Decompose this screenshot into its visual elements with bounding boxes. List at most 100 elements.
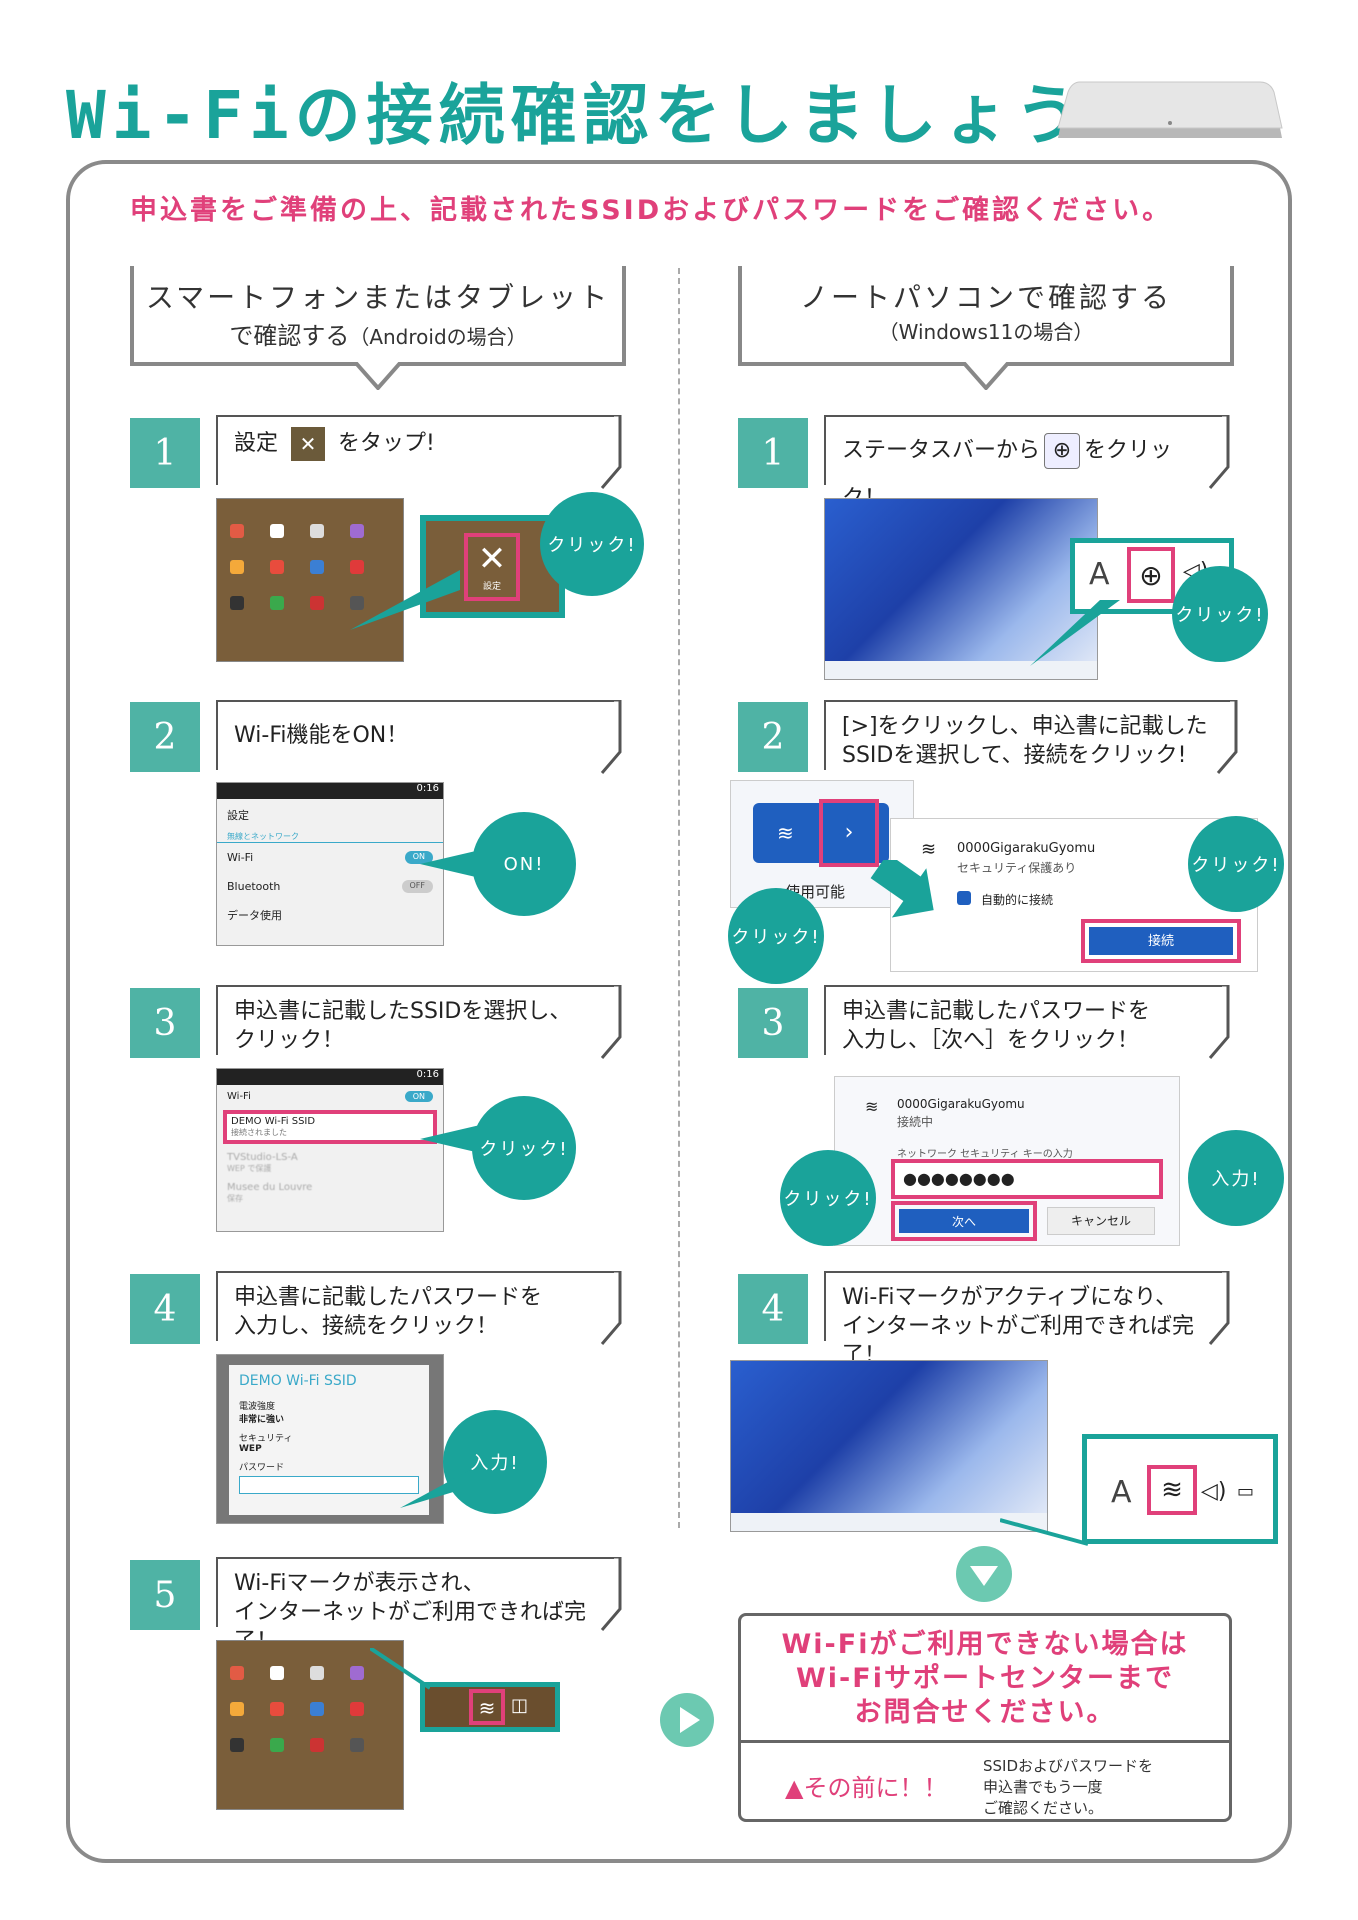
windows-taskbar: [825, 661, 1097, 679]
left-header-arrow: [355, 362, 401, 390]
windows-desktop-2: [730, 1360, 1048, 1532]
auto-connect-checkbox[interactable]: [957, 891, 971, 905]
right-step-4-box-corner: [1208, 1271, 1230, 1345]
security-value: WEP: [239, 1444, 262, 1454]
connect-button[interactable]: 接続: [1089, 927, 1233, 955]
status-bar: 0:16: [217, 783, 443, 799]
left-header-note: （Androidの場合）: [349, 325, 527, 349]
app-icon: [270, 524, 284, 538]
right-step-1-pointer: [1030, 600, 1120, 666]
signal-value: 非常に強い: [239, 1415, 285, 1425]
warning-text: その前に！！: [803, 1774, 948, 1802]
right-header: ノートパソコンで確認する （Windows11の場合）: [738, 266, 1234, 366]
right-step-3-number: 3: [738, 988, 808, 1058]
app-icon: [270, 1738, 284, 1752]
column-divider: [678, 268, 680, 1528]
status-bar: 0:16: [217, 1069, 443, 1085]
ime-indicator: A: [1111, 1475, 1132, 1510]
wifi-toggle[interactable]: ON: [404, 851, 433, 864]
note-line1: SSIDおよびパスワードを: [983, 1757, 1154, 1775]
left-step-4-line2: 入力し、接続をクリック！: [234, 1314, 499, 1339]
left-step-1-box: 設定 ✕ をタップ!: [216, 415, 614, 485]
right-step-2-number: 2: [738, 702, 808, 772]
app-icon: [350, 1702, 364, 1716]
left-step-4-number: 4: [130, 1274, 200, 1344]
network-globe-icon[interactable]: ⊕: [1127, 547, 1175, 603]
right-step-4-box: Wi-Fiマークがアクティブになり、インターネットがご利用できれば完了！: [824, 1271, 1222, 1368]
left-header: スマートフォンまたはタブレット で確認する（Androidの場合）: [130, 266, 626, 366]
vibrate-icon: ◫: [511, 1695, 529, 1716]
wifi-expand-chevron-button[interactable]: ›: [819, 799, 879, 867]
settings-zoom: ✕設定: [420, 515, 565, 618]
bluetooth-toggle[interactable]: OFF: [401, 880, 433, 893]
right-step-4-line1: Wi-Fiマークがアクティブになり、: [842, 1285, 1178, 1310]
left-header-line1: スマートフォンまたはタブレット: [145, 281, 611, 314]
right-step-1-box-corner: [1208, 415, 1230, 489]
settings-app-icon[interactable]: ✕設定: [464, 533, 520, 601]
app-icon: [310, 596, 324, 610]
wifi-lock-icon: ≋: [865, 1097, 879, 1116]
app-icon: [310, 1666, 324, 1680]
app-icon: [230, 596, 244, 610]
network-status: WEP で保護: [227, 1164, 272, 1173]
windows-taskbar: [731, 1513, 1047, 1531]
security-key-label: ネットワーク セキュリティ キーの入力: [897, 1149, 1073, 1160]
app-icon: [350, 1666, 364, 1680]
left-step-5-box-corner: [600, 1557, 622, 1631]
warning-icon: ▲: [785, 1774, 804, 1802]
wifi-lock-icon: ≋: [921, 839, 937, 860]
password-input[interactable]: [239, 1476, 419, 1494]
next-button[interactable]: 次へ: [899, 1209, 1029, 1233]
wifi-icon: ≋: [777, 821, 794, 845]
network-security: セキュリティ保護あり: [957, 861, 1077, 875]
wifi-toggle[interactable]: ON: [404, 1091, 433, 1102]
security-key-input[interactable]: ●●●●●●●●: [891, 1159, 1163, 1199]
left-step-1-number: 1: [130, 418, 200, 488]
app-icon: [230, 1702, 244, 1716]
ssid-name: DEMO Wi-Fi SSID: [231, 1116, 316, 1127]
left-step-5-box: Wi-Fiマークが表示され、インターネットがご利用できれば完了！: [216, 1557, 614, 1654]
wifi-active-icon[interactable]: ≋: [1147, 1465, 1197, 1515]
left-step-3-line1: 申込書に記載したSSIDを選択し、: [234, 999, 572, 1024]
cancel-button[interactable]: キャンセル: [1047, 1207, 1155, 1235]
settings-tools-icon: ✕: [291, 427, 326, 461]
divider: [741, 1740, 1229, 1743]
app-icon: [350, 524, 364, 538]
app-icon: [350, 1738, 364, 1752]
right-step-3-box: 申込書に記載したパスワードを入力し、［次へ］をクリック！: [824, 985, 1222, 1055]
data-usage-row[interactable]: データ使用: [227, 909, 282, 922]
left-step-5-number: 5: [130, 1560, 200, 1630]
left-step-3-click-bubble: クリック!: [472, 1096, 576, 1200]
app-icon: [310, 1738, 324, 1752]
support-line1: Wi-Fiがご利用できない場合は: [781, 1629, 1189, 1660]
down-arrow-icon: [956, 1546, 1012, 1602]
wifi-screen-title: Wi-Fi: [227, 1091, 251, 1102]
right-step-2-click-bubble-b: クリック!: [728, 888, 824, 984]
speaker-icon: ◁): [1201, 1479, 1227, 1504]
next-highlight: 次へ: [891, 1201, 1037, 1241]
wifi-password-card: ≋ 0000GigarakuGyomu 接続中 ネットワーク セキュリティ キー…: [834, 1076, 1180, 1246]
app-icon: [350, 560, 364, 574]
left-step-2-box: Wi-Fi機能をON！: [216, 700, 614, 770]
app-icon: [270, 1702, 284, 1716]
left-step-1-click-bubble: クリック!: [540, 492, 644, 596]
section-header: 無線とネットワーク: [217, 831, 443, 843]
network-ssid: 0000GigarakuGyomu: [957, 841, 1096, 856]
left-step-1-pointer: [350, 570, 460, 630]
app-icon: [310, 1702, 324, 1716]
tray-zoom-2: A ≋ ◁) ▭: [1082, 1434, 1278, 1544]
left-step-3-number: 3: [130, 988, 200, 1058]
dialog-ssid: DEMO Wi-Fi SSID: [239, 1373, 357, 1389]
app-icon: [310, 524, 324, 538]
left-step-1-box-corner: [600, 415, 622, 489]
network-name: Musee du Louvre: [227, 1182, 313, 1193]
android-home-screen-1: [216, 498, 404, 662]
